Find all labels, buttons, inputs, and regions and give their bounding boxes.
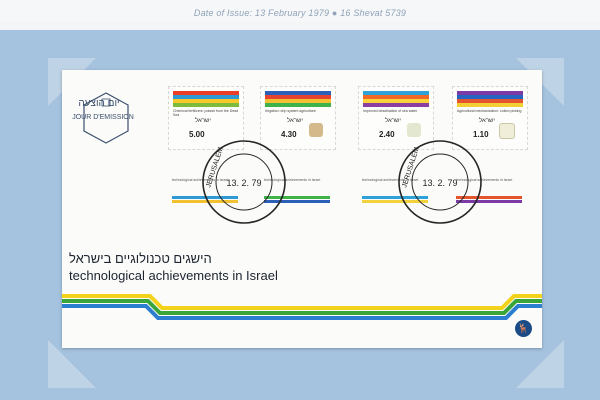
stamp-3-caption: Improved desalination of sea water: [363, 109, 418, 113]
title-english: technological achievements in Israel: [69, 268, 278, 283]
first-day-cover: יום הוצעה JOUR D'EMISSION Chemical ferti…: [62, 70, 542, 348]
postmark-1: 13. 2. 79 JERUSALEM: [202, 140, 286, 224]
stamp-2-art-band: [265, 95, 331, 99]
first-day-seal-icon: [83, 92, 129, 144]
tab-2: technological achievements in Israel: [260, 174, 334, 220]
stamp-3-object: [407, 123, 421, 137]
tab-1-art-band: [172, 196, 238, 199]
tab-2-text: technological achievements in Israel: [264, 178, 321, 182]
stamp-1-value: 5.00: [189, 130, 205, 139]
stripe-green: [62, 299, 542, 315]
stamp-4-object: [499, 123, 515, 139]
stamp-2-art-band: [265, 103, 331, 107]
stamp-1-art-band: [173, 91, 239, 95]
tab-2-art-band: [264, 200, 330, 203]
stripe-blue: [62, 304, 542, 320]
tab-1-art-band: [172, 200, 238, 203]
tab-4-art-band: [456, 196, 522, 199]
tab-4-art-band: [456, 200, 522, 203]
tab-3-art-band: [362, 200, 428, 203]
tab-3-text: technological achievements in Israel: [362, 178, 419, 182]
stamp-3-art-band: [363, 95, 429, 99]
stamp-2: Irrigation: drip system agriculture ישרא…: [260, 86, 336, 150]
stripe-yellow: [62, 294, 542, 310]
stamp-3-art: [363, 91, 429, 107]
stamp-1-art: [173, 91, 239, 107]
issue-date-caption: Date of Issue: 13 February 1979 ● 16 She…: [193, 8, 407, 18]
tab-3: technological achievements in Israel: [358, 174, 432, 220]
top-strip: [0, 0, 600, 22]
stamp-2-object: [309, 123, 323, 137]
stamp-4-art-band: [457, 95, 523, 99]
stamp-2-art-band: [265, 99, 331, 103]
stamp-4-art-band: [457, 103, 523, 107]
stamp-4-art-band: [457, 99, 523, 103]
tab-4-text: technological achievements in Israel: [456, 178, 513, 182]
stamp-1-art-band: [173, 103, 239, 107]
title-hebrew: הישגים טכנולוגיים בישראל: [69, 251, 212, 266]
stamp-2-art-band: [265, 91, 331, 95]
decorative-stripes: [62, 294, 542, 320]
stamp-1-art-band: [173, 99, 239, 103]
stamp-4: Agricultural mechanization: cotton picki…: [452, 86, 528, 150]
tab-4-art: [456, 196, 522, 203]
stamp-3: Improved desalination of sea water ישראל…: [358, 86, 434, 150]
postmark-2: 13. 2. 79 JERUSALEM: [398, 140, 482, 224]
postmark-1-date: 13. 2. 79: [226, 178, 261, 188]
stamp-3-art-band: [363, 103, 429, 107]
tab-1-text: technological achievements in Israel: [172, 178, 229, 182]
stamp-1: Chemical fertilizers: potash from the De…: [168, 86, 244, 150]
stamp-4-art: [457, 91, 523, 107]
tab-3-art-band: [362, 196, 428, 199]
tab-2-art: [264, 196, 330, 203]
photo-mount: [48, 58, 564, 388]
seal-hebrew-text: יום הוצעה: [78, 98, 120, 109]
stamp-1-caption: Chemical fertilizers: potash from the De…: [173, 109, 239, 117]
stamp-2-art: [265, 91, 331, 107]
stamp-2-country: ישראל: [287, 118, 303, 124]
tab-3-art: [362, 196, 428, 203]
seal-french-text: JOUR D'EMISSION: [72, 114, 134, 121]
stamp-4-country: ישראל: [479, 118, 495, 124]
stamp-4-caption: Agricultural mechanization: cotton picki…: [457, 109, 522, 113]
tab-1: technological achievements in Israel: [168, 174, 242, 220]
stamp-1-country: ישראל: [195, 118, 211, 124]
deer-emblem-icon: 🦌: [515, 320, 532, 337]
stamp-4-value: 1.10: [473, 130, 489, 139]
stamp-3-value: 2.40: [379, 130, 395, 139]
tab-4: technological achievements in Israel: [452, 174, 526, 220]
stamp-3-art-band: [363, 99, 429, 103]
postmark-2-date: 13. 2. 79: [422, 178, 457, 188]
stamp-2-caption: Irrigation: drip system agriculture: [265, 109, 316, 113]
stamp-2-value: 4.30: [281, 130, 297, 139]
stamp-3-country: ישראל: [385, 118, 401, 124]
stamp-3-art-band: [363, 91, 429, 95]
tab-1-art: [172, 196, 238, 203]
tab-2-art-band: [264, 196, 330, 199]
stamp-4-art-band: [457, 91, 523, 95]
stamp-1-art-band: [173, 95, 239, 99]
